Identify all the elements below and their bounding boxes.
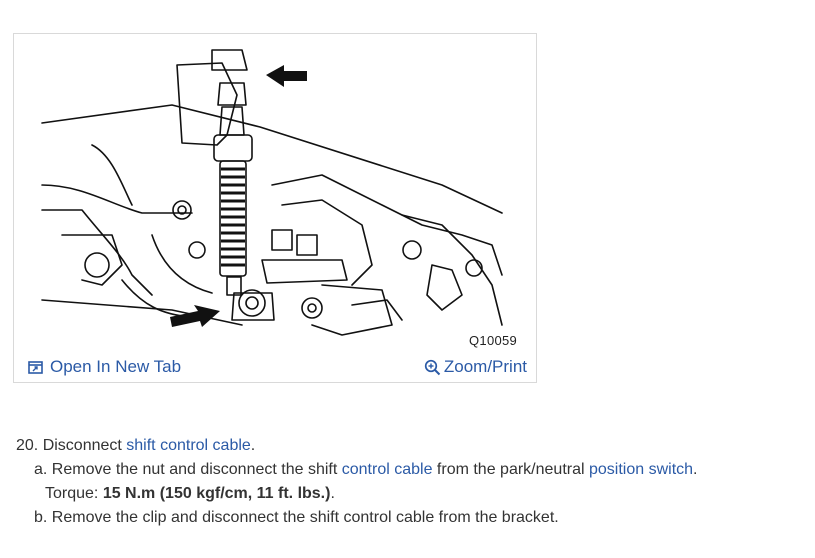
open-in-new-tab-icon bbox=[28, 360, 43, 374]
open-in-new-tab-link[interactable]: Open In New Tab bbox=[28, 357, 181, 377]
step-a: a. Remove the nut and disconnect the shi… bbox=[34, 461, 698, 478]
figure-code: Q10059 bbox=[469, 333, 518, 348]
step-20: 20. Disconnect shift control cable. bbox=[16, 437, 256, 454]
control-cable-link[interactable]: control cable bbox=[341, 461, 433, 478]
torque-value: 15 N.m (150 kgf/cm, 11 ft. lbs.) bbox=[102, 485, 331, 502]
figure-toolbar: Open In New Tab Zoom/Print bbox=[14, 349, 536, 382]
open-in-new-tab-label: Open In New Tab bbox=[50, 357, 182, 376]
shift-cable-diagram bbox=[41, 49, 503, 336]
step-b: b. Remove the clip and disconnect the sh… bbox=[34, 509, 559, 526]
shift-control-cable-link[interactable]: shift control cable bbox=[126, 437, 251, 454]
zoom-print-label: Zoom/Print bbox=[443, 357, 527, 376]
figure-frame: Q10059 Open In New Tab Zoom/Print bbox=[13, 33, 537, 383]
position-switch-link[interactable]: position switch bbox=[588, 461, 694, 478]
zoom-magnifier-icon bbox=[424, 359, 441, 375]
zoom-print-link[interactable]: Zoom/Print bbox=[424, 357, 527, 377]
procedure-steps: 20. Disconnect shift control cable. a. R… bbox=[16, 434, 697, 530]
torque-spec: Torque: 15 N.m (150 kgf/cm, 11 ft. lbs.)… bbox=[45, 485, 335, 502]
